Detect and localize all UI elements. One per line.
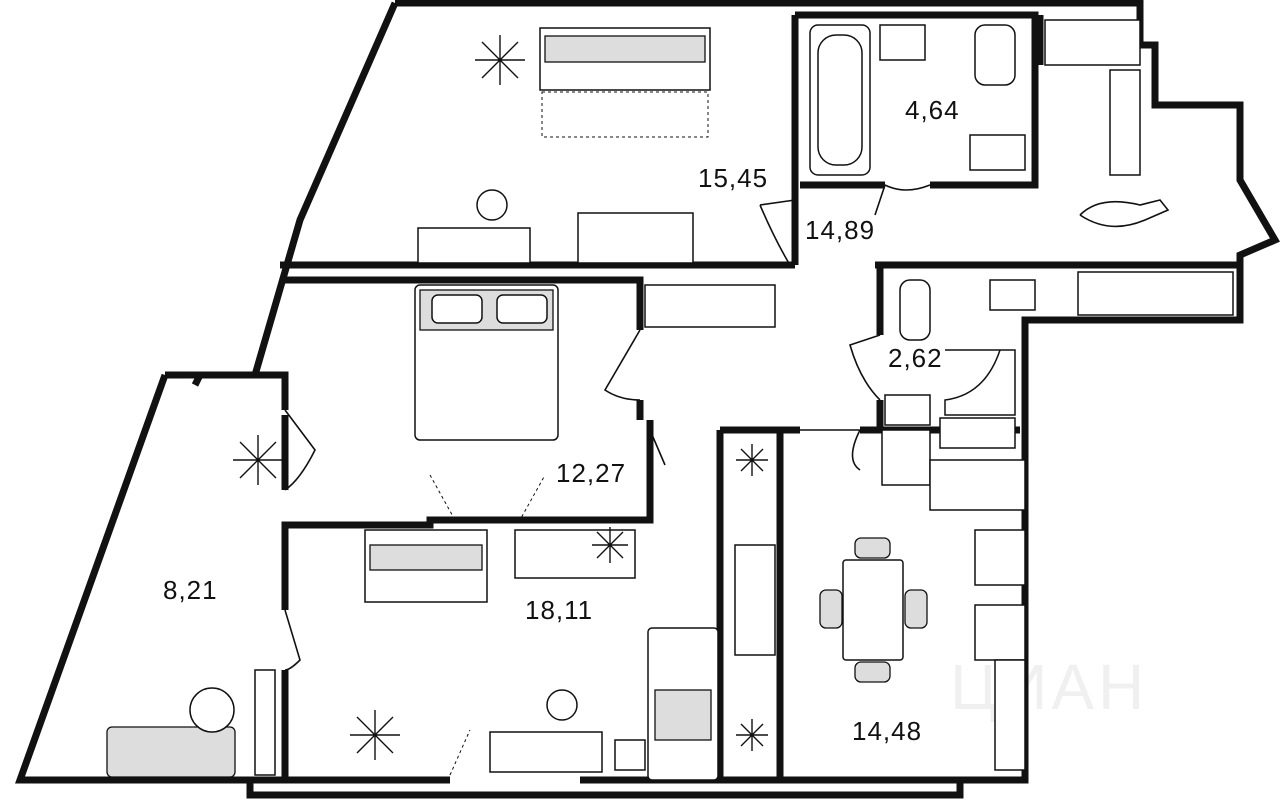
area-label: 14,48 (852, 716, 923, 746)
plant-icons (233, 35, 768, 760)
area-label: 18,11 (525, 595, 594, 625)
area-label: 2,62 (888, 343, 943, 373)
top-room-furniture (417, 27, 711, 264)
doors (284, 179, 1276, 671)
dog-icon (1079, 199, 1170, 228)
area-label: 8,21 (163, 575, 218, 605)
bathroom-fixtures (809, 24, 1036, 449)
area-label: 14,89 (805, 215, 876, 245)
area-label: 15,45 (698, 163, 769, 193)
balcony-furniture (106, 669, 276, 778)
wardrobes (644, 19, 1234, 328)
area-label: 4,64 (905, 95, 960, 125)
living-furniture (364, 529, 719, 781)
bed (414, 284, 559, 521)
kitchen-fixtures (734, 429, 1026, 771)
watermark: ЦИАН (950, 651, 1149, 723)
area-label: 12,27 (556, 458, 627, 488)
walls (15, 0, 1280, 799)
